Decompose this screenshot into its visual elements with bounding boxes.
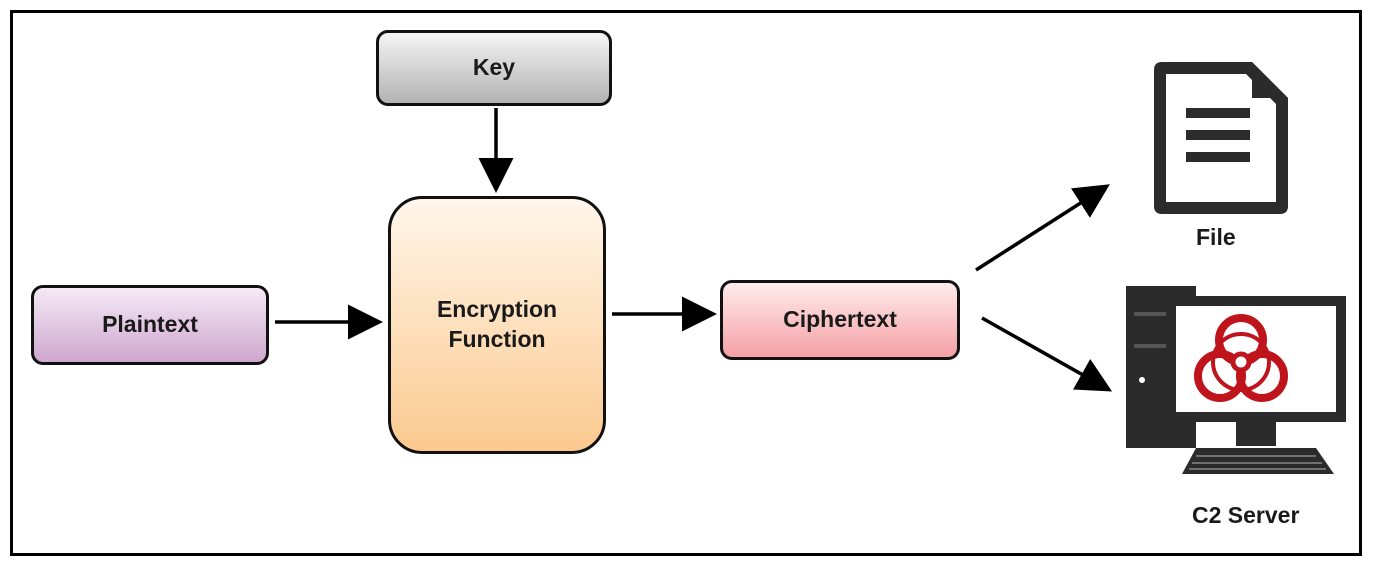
document-icon xyxy=(1154,62,1288,214)
ciphertext-box: Ciphertext xyxy=(720,280,960,360)
plaintext-box: Plaintext xyxy=(31,285,269,365)
key-box: Key xyxy=(376,30,612,106)
encryption-function-box: Encryption Function xyxy=(388,196,606,454)
encryption-label-line1: Encryption xyxy=(436,296,558,323)
plaintext-label: Plaintext xyxy=(102,311,198,338)
file-label: File xyxy=(1196,224,1236,250)
ciphertext-to-server-arrow xyxy=(981,316,1113,392)
biohazard-icon xyxy=(1194,314,1288,402)
diagram-frame xyxy=(10,10,1362,556)
encryption-label-line2: Function xyxy=(448,326,546,352)
ciphertext-to-file-arrow xyxy=(975,184,1110,272)
c2-server-label: C2 Server xyxy=(1192,502,1300,528)
ciphertext-label: Ciphertext xyxy=(783,306,897,333)
key-label: Key xyxy=(472,54,516,81)
computer-icon xyxy=(1126,286,1346,474)
